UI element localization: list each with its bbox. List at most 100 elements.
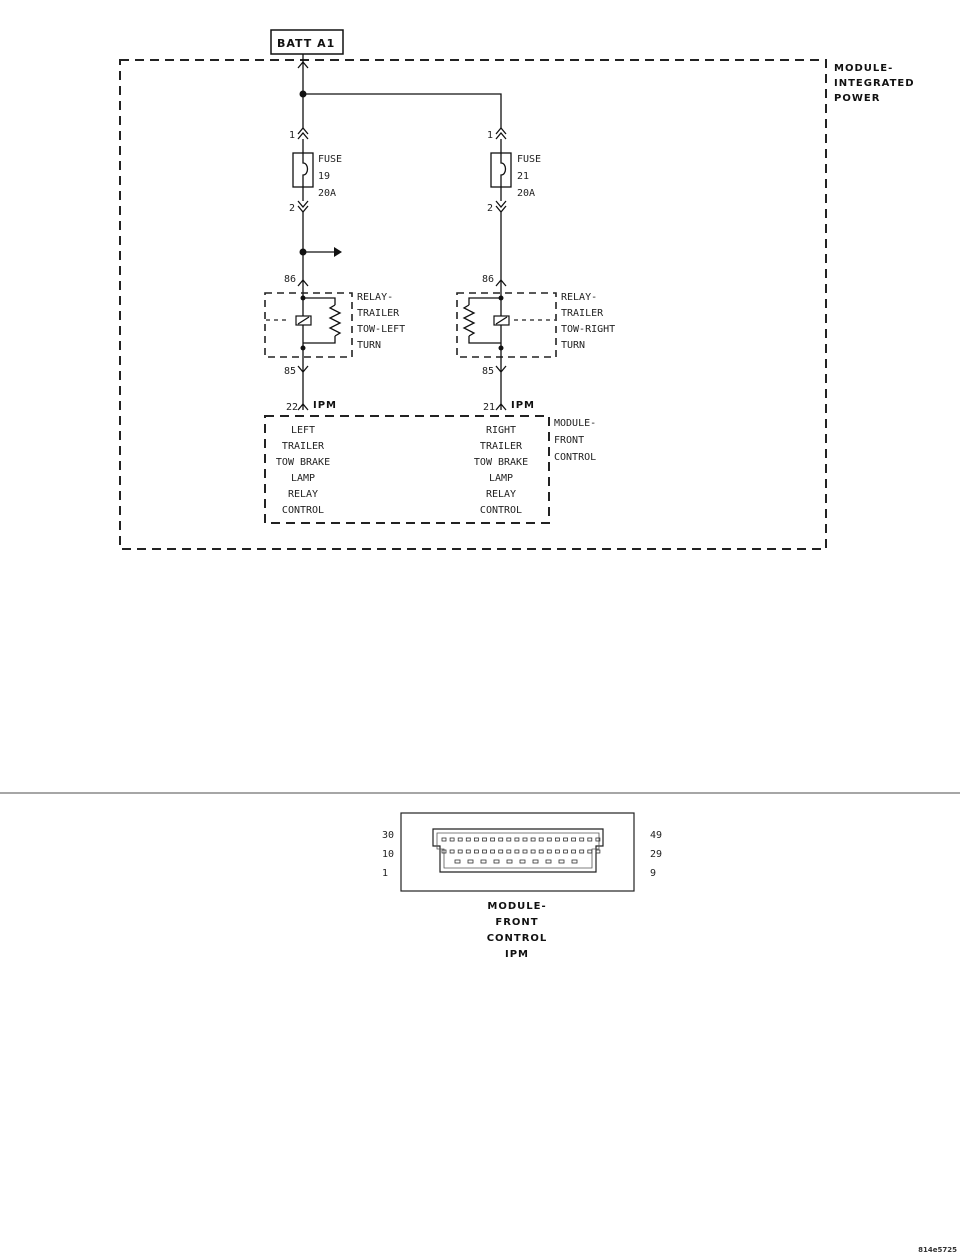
connector-pin-cavity <box>522 837 528 842</box>
right-fuse-pin-bottom: 2 <box>487 203 493 214</box>
mip-label-2: INTEGRATED <box>834 78 915 89</box>
right-fuse-pin-top: 1 <box>487 130 493 141</box>
left-fuse-rating: 20A <box>318 188 336 199</box>
connector-pin-cavity <box>587 849 593 854</box>
connector-pin-cavity <box>532 859 539 864</box>
connector-pin-cavity <box>441 849 447 854</box>
left-fcm-label-2: TRAILER <box>282 441 325 452</box>
left-fcm-label-3: TOW BRAKE <box>276 457 330 468</box>
connector-pin-cavity <box>546 837 552 842</box>
connector-pin-cavity <box>482 849 487 854</box>
right-fcm-label-6: CONTROL <box>480 505 522 516</box>
connector-pin-cavity <box>563 849 568 854</box>
connector-pin-cavity <box>506 859 513 864</box>
left-fuse-in-arrow-1 <box>297 126 309 135</box>
splice-left-arrow <box>334 247 342 257</box>
mfc-label-3: CONTROL <box>554 452 596 463</box>
right-relay-pin-bottom: 85 <box>482 366 494 377</box>
left-fuse-number: 19 <box>318 171 330 182</box>
left-relay-coil-top-lead <box>303 297 336 305</box>
left-fcm-label-5: RELAY <box>288 489 318 500</box>
connector-pin-cavity <box>545 859 552 864</box>
left-fuse-pin-bottom: 2 <box>289 203 295 214</box>
right-relay-coil-top-lead <box>468 297 501 305</box>
right-fcm-pin: 21 <box>483 402 495 413</box>
module-front-control-outline <box>264 415 550 524</box>
left-relay-contact-blade <box>297 316 310 325</box>
left-fcm-label-1: LEFT <box>291 425 315 436</box>
connector-pin-cavity <box>514 849 520 854</box>
connector-pin-cavity <box>563 837 568 842</box>
right-fuse-rating: 20A <box>517 188 535 199</box>
connector-pin-cavity <box>579 837 585 842</box>
connector-pin-cavity <box>449 849 455 854</box>
connector-pin-cavity <box>441 837 447 842</box>
right-fcm-label-3: TOW BRAKE <box>474 457 528 468</box>
connector-pin-cavity <box>519 859 526 864</box>
right-fuse-number: 21 <box>517 171 529 182</box>
connector-pin-cavity <box>579 849 585 854</box>
right-fcm-label-1: RIGHT <box>486 425 516 436</box>
connector-pin-cavity <box>595 837 601 842</box>
batt-box <box>270 29 344 55</box>
connector-pin-cavity <box>498 837 504 842</box>
right-fcm-function: RIGHT TRAILER TOW BRAKE LAMP RELAY CONTR… <box>474 425 528 516</box>
connector-pin-cavity <box>595 849 601 854</box>
right-relay-label-3: TOW-RIGHT <box>561 324 615 335</box>
right-fuse-in-arrow-2 <box>495 131 507 140</box>
connector-pin-cavity <box>571 859 578 864</box>
right-fuse-element <box>500 153 507 187</box>
connector-pin-cavity <box>467 859 474 864</box>
connector-caption-2: FRONT <box>495 917 538 928</box>
connector-pin-cavity <box>571 837 576 842</box>
connector-housing <box>400 812 635 892</box>
right-fcm-label-2: TRAILER <box>480 441 523 452</box>
right-relay-outline <box>456 292 557 358</box>
left-relay-label-1: RELAY- <box>357 292 393 303</box>
left-relay-coil <box>328 304 342 337</box>
right-relay-label-4: TURN <box>561 340 585 351</box>
connector-pin-cavity <box>473 849 479 854</box>
right-fuse-label: FUSE <box>517 154 541 165</box>
connector-pin-cavity <box>457 837 463 842</box>
connector-pins <box>441 837 601 864</box>
connector-right-pin-1: 49 <box>650 830 662 841</box>
right-fcm-label-4: LAMP <box>489 473 513 484</box>
connector-pin-cavity <box>530 849 536 854</box>
connector-caption-4: IPM <box>505 949 529 960</box>
left-relay-label-4: TURN <box>357 340 381 351</box>
mip-label-1: MODULE- <box>834 63 893 74</box>
left-relay-label-2: TRAILER <box>357 308 400 319</box>
connector-caption-1: MODULE- <box>487 901 546 912</box>
connector-pin-cavity <box>538 837 544 842</box>
connector-pin-cavity <box>490 849 496 854</box>
connector-pin-cavity <box>571 849 576 854</box>
mfc-label-1: MODULE- <box>554 418 596 429</box>
connector-pin-cavity <box>498 849 504 854</box>
left-relay-pin-top: 86 <box>284 274 296 285</box>
right-relay-pin-top: 86 <box>482 274 494 285</box>
right-fuse-out-arrow-1 <box>495 200 507 209</box>
connector-pin-cavity <box>493 859 500 864</box>
connector-left-pin-2: 10 <box>382 849 394 860</box>
connector-right-pin-3: 9 <box>650 868 656 879</box>
mfc-label-2: FRONT <box>554 435 584 446</box>
right-relay-label-2: TRAILER <box>561 308 604 319</box>
left-fuse-out-arrow-1 <box>297 200 309 209</box>
connector-caption-3: CONTROL <box>487 933 548 944</box>
connector-left-pin-1: 30 <box>382 830 394 841</box>
right-fcm-label-5: RELAY <box>486 489 516 500</box>
connector-pin-cavity <box>482 837 487 842</box>
connector-pin-cavity <box>465 837 471 842</box>
connector-pin-cavity <box>522 849 528 854</box>
mip-label-3: POWER <box>834 93 880 104</box>
connector-pin-cavity <box>546 849 552 854</box>
right-relay-coil-bottom-lead <box>468 336 501 344</box>
right-branch-wire <box>303 93 502 128</box>
connector-caption: MODULE- FRONT CONTROL IPM <box>487 901 548 960</box>
connector-pin-cavity <box>449 837 455 842</box>
right-relay-contact-blade <box>495 316 508 325</box>
connector-face <box>432 828 604 873</box>
connector-pin-cavity <box>473 837 479 842</box>
